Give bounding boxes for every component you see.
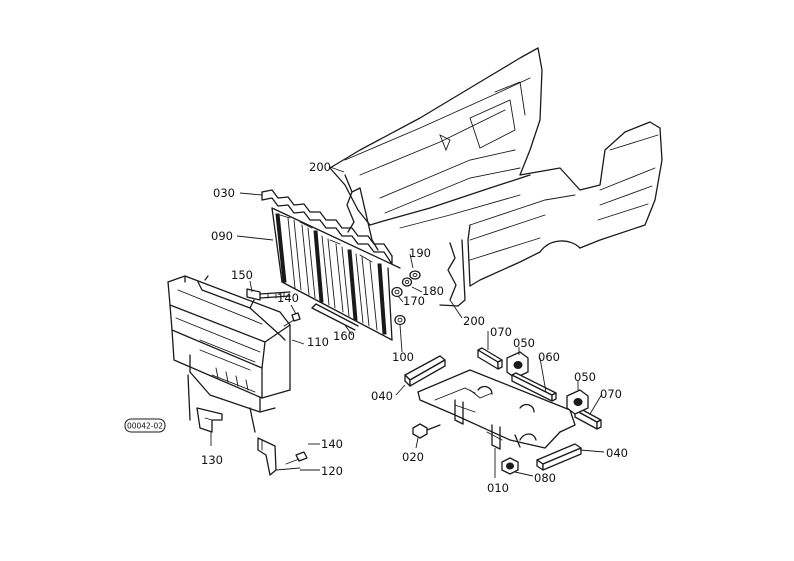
reference-code-tag: 00042-02 — [124, 418, 166, 433]
strip-040-left — [404, 355, 446, 387]
part-label-050-lower: 050 — [574, 370, 596, 384]
part-label-190: 190 — [409, 246, 431, 260]
part-label-130: 130 — [201, 453, 223, 467]
bolt-020 — [412, 423, 441, 439]
part-label-070-upper: 070 — [490, 325, 512, 339]
washer-180 — [401, 277, 413, 287]
block-050-left — [506, 351, 529, 379]
part-label-040-left: 040 — [371, 389, 393, 403]
part-label-050-upper: 050 — [513, 336, 535, 350]
part-label-120: 120 — [321, 464, 343, 478]
part-label-020: 020 — [402, 450, 424, 464]
part-label-160: 160 — [333, 329, 355, 343]
bracket-130 — [187, 374, 223, 433]
reference-code: 00042-02 — [127, 422, 163, 431]
part-label-030: 030 — [213, 186, 235, 200]
part-label-110: 110 — [307, 335, 329, 349]
part-label-080: 080 — [534, 471, 556, 485]
part-label-200-lower: 200 — [463, 314, 485, 328]
part-label-150: 150 — [231, 268, 253, 282]
strip-040-right — [536, 443, 582, 471]
part-label-200-upper: 200 — [309, 160, 331, 174]
bolt-140-lower — [285, 451, 308, 465]
front-grille-shell — [167, 275, 291, 413]
nut-080 — [501, 457, 519, 475]
part-label-040-right: 040 — [606, 446, 628, 460]
washer-170 — [391, 286, 403, 298]
side-bracket-right — [439, 239, 466, 307]
grille-rod — [311, 303, 359, 331]
grille-panel — [271, 207, 401, 341]
block-050-right — [566, 389, 589, 415]
part-label-010: 010 — [487, 481, 509, 495]
part-label-060: 060 — [538, 350, 560, 364]
nut-190 — [409, 270, 421, 280]
pad-070-left — [477, 347, 503, 370]
part-label-170: 170 — [403, 294, 425, 308]
part-label-180: 180 — [422, 284, 444, 298]
part-label-070-lower: 070 — [600, 387, 622, 401]
side-bracket-left — [344, 174, 379, 251]
part-number-labels: 200 030 090 190 150 180 140 170 200 160 … — [201, 160, 628, 495]
part-label-100: 100 — [392, 350, 414, 364]
part-label-140-lower: 140 — [321, 437, 343, 451]
bolt-150 — [246, 288, 291, 301]
part-label-140-upper: 140 — [277, 291, 299, 305]
nut-100 — [394, 314, 406, 326]
bar-060 — [511, 372, 557, 402]
top-grille-strip — [261, 189, 393, 265]
bottom-plate-010 — [417, 369, 576, 450]
leader-lines — [210, 166, 605, 478]
bracket-120 — [249, 407, 301, 476]
part-label-090: 090 — [211, 229, 233, 243]
tractor-body-outline — [329, 47, 663, 287]
